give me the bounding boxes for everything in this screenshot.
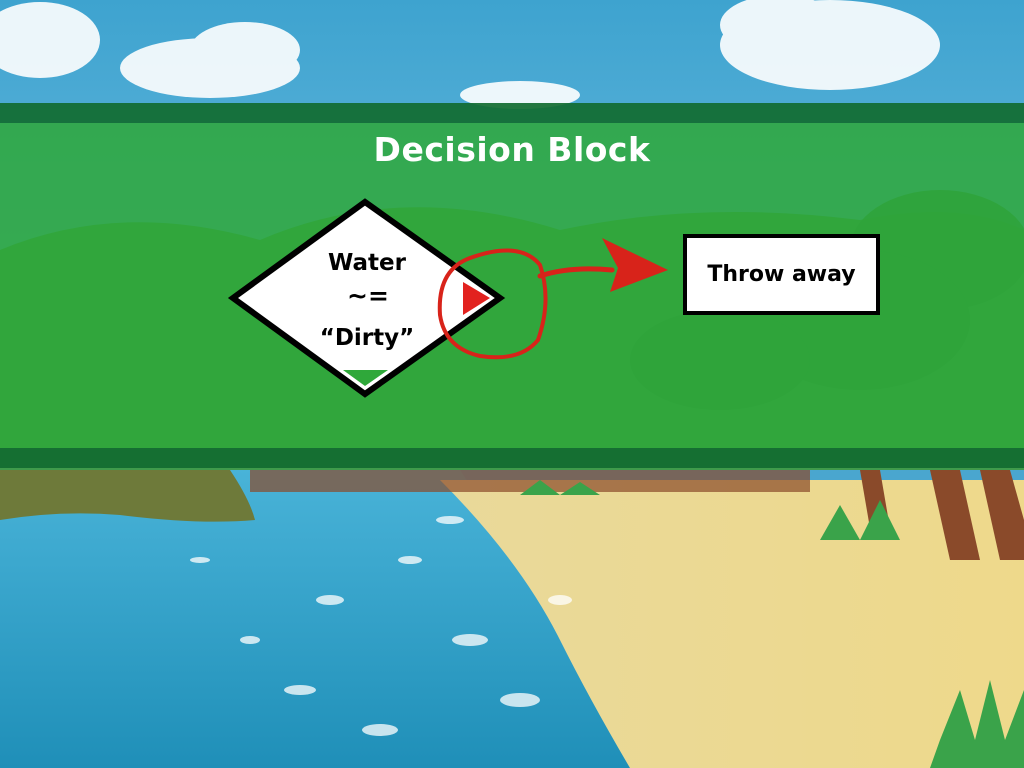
- annotation-arrow-head: [602, 238, 668, 292]
- decision-line-1: Water: [328, 250, 407, 276]
- decision-line-2: ~=: [347, 281, 389, 310]
- water-sparkles: [190, 516, 572, 736]
- action-label: Throw away: [707, 262, 856, 287]
- annotation-arrow-line: [537, 266, 615, 279]
- page-title: Decision Block: [373, 130, 651, 169]
- clouds: [0, 0, 940, 109]
- true-branch-marker: [343, 370, 388, 386]
- decision-line-3: “Dirty”: [320, 325, 415, 351]
- sea: [0, 470, 640, 768]
- action-box: Throw away: [683, 234, 880, 315]
- sand: [440, 480, 1024, 768]
- annotation-circle: [437, 248, 548, 360]
- banner-bottom-strip: [0, 448, 1024, 468]
- grass: [520, 480, 1024, 768]
- headland: [0, 470, 255, 522]
- banner-top-strip: [0, 103, 1024, 123]
- false-branch-marker: [463, 282, 490, 315]
- shore-trees: [250, 470, 1024, 560]
